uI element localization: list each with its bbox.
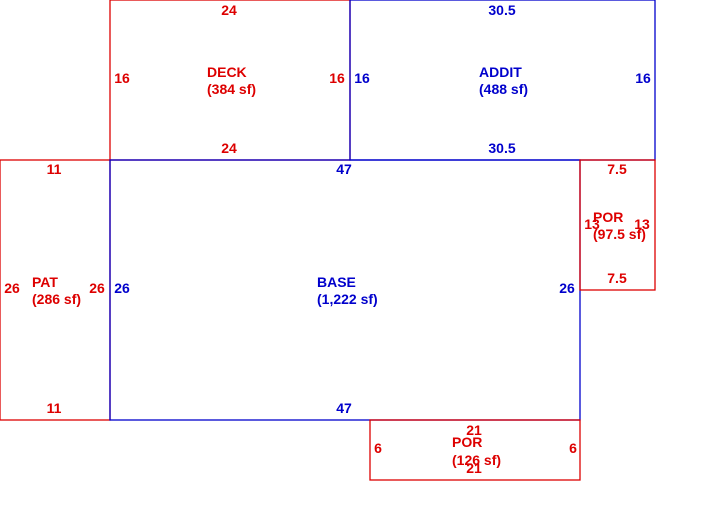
area-por-bottom: 21 21 6 6 POR (126 sf) — [369, 419, 581, 481]
addit-name: ADDIT — [479, 64, 522, 80]
base-right-dim: 26 — [559, 280, 575, 296]
pat-left-dim: 26 — [4, 280, 20, 296]
deck-right-dim: 16 — [329, 70, 345, 86]
pat-name: PAT — [32, 274, 58, 290]
deck-area: (384 sf) — [207, 81, 256, 97]
por-bottom-outline — [369, 419, 581, 481]
deck-name: DECK — [207, 64, 247, 80]
addit-left-dim: 16 — [354, 70, 370, 86]
pat-right-dim: 26 — [89, 280, 105, 296]
base-bottom-dim: 47 — [336, 400, 352, 416]
area-por-right: 7.5 7.5 13 13 POR (97.5 sf) — [579, 159, 656, 291]
addit-area: (488 sf) — [479, 81, 528, 97]
por-right-top-dim: 7.5 — [607, 161, 627, 177]
por-bottom-top-dim: 21 — [466, 422, 482, 438]
pat-top-dim: 11 — [47, 161, 62, 177]
area-addit: 30.5 30.5 16 16 ADDIT (488 sf) — [349, 0, 656, 161]
base-name: BASE — [317, 274, 356, 290]
por-right-area: (97.5 sf) — [593, 226, 646, 242]
area-pat: 11 11 26 26 PAT (286 sf) — [0, 159, 111, 421]
por-right-bottom-dim: 7.5 — [607, 270, 627, 286]
area-base: 47 47 26 26 BASE (1,222 sf) — [109, 159, 581, 421]
addit-right-dim: 16 — [635, 70, 651, 86]
por-bottom-bottom-dim: 21 — [466, 460, 482, 476]
por-right-right-dim: 13 — [634, 216, 650, 232]
deck-bottom-dim: 24 — [221, 140, 237, 156]
addit-bottom-dim: 30.5 — [488, 140, 515, 156]
addit-top-dim: 30.5 — [488, 2, 515, 18]
addit-outline — [349, 0, 656, 161]
deck-top-dim: 24 — [221, 2, 237, 18]
por-bottom-area: (126 sf) — [452, 452, 501, 468]
deck-outline — [109, 0, 351, 161]
por-right-outline — [579, 159, 656, 291]
pat-bottom-dim: 11 — [47, 400, 62, 416]
por-bottom-name: POR — [452, 434, 482, 450]
area-deck: 24 24 16 16 DECK (384 sf) — [109, 0, 351, 161]
por-bottom-right-dim: 6 — [569, 440, 577, 456]
deck-left-dim: 16 — [114, 70, 130, 86]
base-area: (1,222 sf) — [317, 291, 378, 307]
pat-area: (286 sf) — [32, 291, 81, 307]
base-outline — [109, 159, 581, 421]
por-right-left-dim: 13 — [584, 216, 600, 232]
base-top-dim: 47 — [336, 161, 352, 177]
por-bottom-left-dim: 6 — [374, 440, 382, 456]
base-left-dim: 26 — [114, 280, 130, 296]
por-right-name: POR — [593, 209, 623, 225]
